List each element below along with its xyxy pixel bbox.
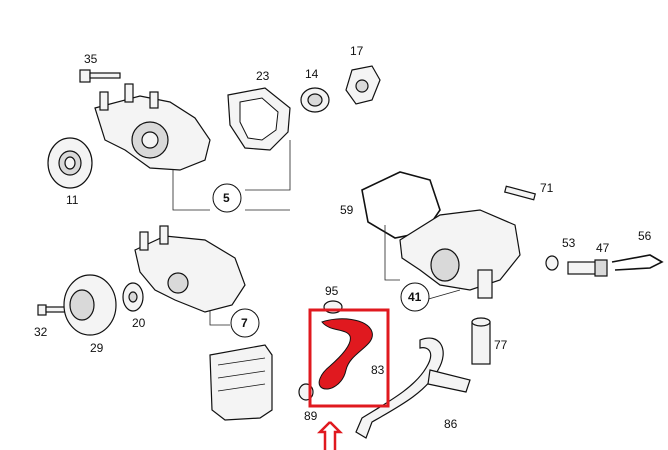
label-32: 32: [34, 325, 48, 339]
clip-56: [611, 254, 664, 271]
flange-20: [122, 282, 144, 312]
pulley-11: [47, 137, 93, 189]
pulley-29: [63, 274, 117, 336]
label-89: 89: [304, 409, 318, 423]
oil-cooler: [209, 344, 273, 421]
label-11: 11: [66, 193, 79, 207]
label-29: 29: [90, 341, 104, 355]
pipe-77: [471, 317, 491, 365]
label-77: 77: [494, 338, 508, 352]
bolt-35: [79, 69, 121, 83]
thermostat-14: [300, 87, 330, 113]
bolt-71: [503, 185, 537, 201]
sensor-47: [567, 259, 608, 277]
hose-83: [318, 318, 373, 390]
gasket-23: [227, 87, 291, 151]
sensor-53: [545, 255, 559, 271]
label-53: 53: [562, 236, 576, 250]
water-pump-upper: [94, 83, 211, 171]
housing: [399, 209, 521, 299]
impeller-17: [345, 65, 381, 105]
label-14: 14: [305, 67, 319, 81]
label-56: 56: [638, 229, 652, 243]
callout-circle-41: [400, 282, 430, 312]
hose-86: [355, 337, 471, 439]
label-71: 71: [540, 181, 554, 195]
label-83: 83: [371, 363, 385, 377]
label-47: 47: [596, 241, 610, 255]
label-23: 23: [256, 69, 270, 83]
callout-circle-7: [230, 308, 260, 338]
label-20: 20: [132, 316, 146, 330]
label-59: 59: [340, 203, 354, 217]
water-pump-lower: [134, 225, 246, 313]
label-35: 35: [84, 52, 98, 66]
arrow-up-icon: [316, 421, 344, 450]
label-group-5: 5: [223, 191, 230, 205]
label-95: 95: [325, 284, 339, 298]
label-17: 17: [350, 44, 364, 58]
label-group-41: 41: [408, 290, 422, 304]
callout-circle-5: [212, 183, 242, 213]
label-group-7: 7: [241, 316, 248, 330]
highlight-box: [308, 308, 390, 408]
label-86: 86: [444, 417, 458, 431]
